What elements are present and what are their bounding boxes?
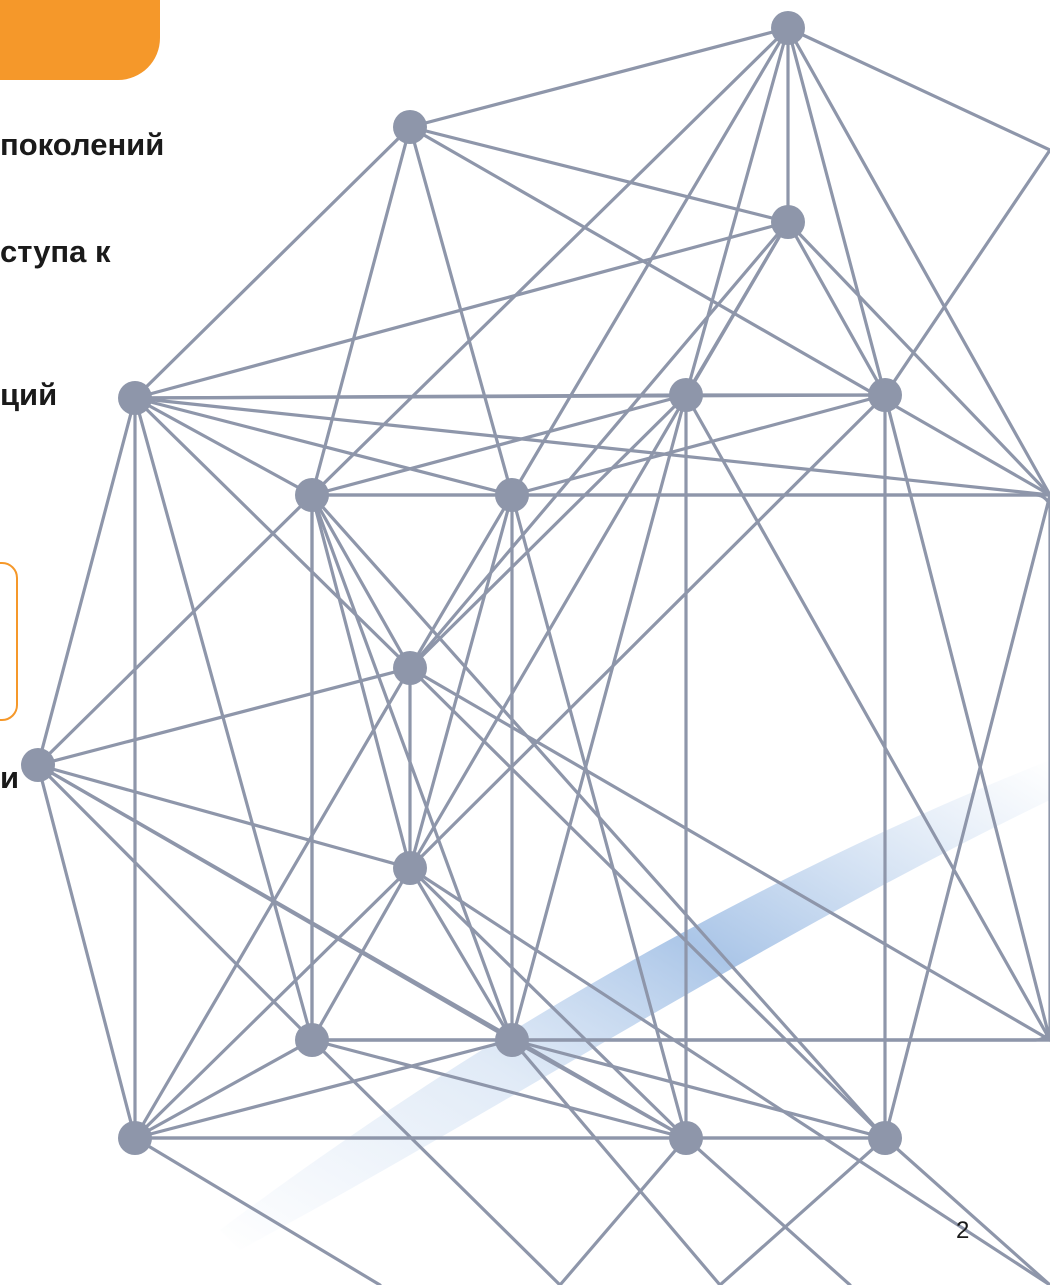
network-line bbox=[133, 866, 412, 1140]
network-line bbox=[133, 396, 514, 497]
network-line bbox=[558, 1136, 688, 1285]
network-line bbox=[408, 666, 887, 1140]
network-line bbox=[36, 763, 137, 1140]
network-node bbox=[118, 1121, 152, 1155]
network-line bbox=[408, 26, 790, 129]
page-number: 2 bbox=[956, 1217, 970, 1244]
network-line bbox=[133, 1136, 382, 1285]
network-line bbox=[510, 1038, 688, 1140]
orange-outline-box bbox=[0, 562, 18, 721]
network-line bbox=[786, 26, 1050, 152]
network-node bbox=[868, 378, 902, 412]
network-line bbox=[408, 125, 790, 224]
network-node bbox=[393, 651, 427, 685]
network-line bbox=[786, 220, 1050, 497]
network-line bbox=[310, 493, 412, 670]
network-line bbox=[786, 26, 1050, 497]
network-line bbox=[684, 393, 1050, 1042]
network-line bbox=[408, 866, 514, 1042]
network-line bbox=[408, 125, 1050, 497]
network-line bbox=[133, 125, 412, 400]
network-node bbox=[295, 478, 329, 512]
network-line bbox=[510, 1038, 887, 1140]
network-frame bbox=[310, 493, 1050, 1042]
network-nodes bbox=[21, 11, 902, 1155]
text-line-1: поколений bbox=[0, 127, 165, 162]
network-line bbox=[133, 1038, 314, 1140]
text-line-4: и bbox=[0, 760, 20, 795]
network-line bbox=[133, 1038, 514, 1140]
network-line bbox=[36, 763, 412, 870]
network-line bbox=[310, 125, 412, 497]
network-line bbox=[133, 396, 314, 1042]
network-line bbox=[684, 26, 790, 397]
network-node bbox=[295, 1023, 329, 1057]
network-line bbox=[133, 396, 1050, 497]
network-node bbox=[495, 478, 529, 512]
network-line bbox=[408, 393, 887, 870]
network-node bbox=[393, 851, 427, 885]
network-line bbox=[408, 393, 688, 670]
network-node bbox=[771, 205, 805, 239]
network-line bbox=[510, 393, 887, 497]
network-line bbox=[718, 1136, 887, 1285]
network-line bbox=[36, 666, 412, 767]
network-line bbox=[36, 396, 137, 767]
network-node bbox=[868, 1121, 902, 1155]
network-node bbox=[393, 110, 427, 144]
network-line bbox=[510, 1038, 722, 1285]
network-line bbox=[408, 220, 790, 670]
network-line bbox=[510, 26, 790, 497]
network-node bbox=[495, 1023, 529, 1057]
network-lines bbox=[36, 26, 1050, 1285]
network-line bbox=[786, 220, 887, 397]
network-line bbox=[310, 1038, 688, 1140]
orange-corner-tab bbox=[0, 0, 160, 80]
network-line bbox=[310, 393, 688, 497]
network-node bbox=[669, 1121, 703, 1155]
network-line bbox=[786, 26, 887, 397]
text-line-2: ступа к bbox=[0, 234, 111, 269]
network-line bbox=[36, 493, 314, 767]
network-line bbox=[310, 26, 790, 497]
network-line bbox=[310, 866, 412, 1042]
network-node bbox=[21, 748, 55, 782]
network-line bbox=[408, 493, 514, 670]
network-line bbox=[883, 493, 1050, 1140]
network-line bbox=[408, 866, 688, 1140]
network-line bbox=[36, 763, 314, 1042]
text-line-3: ций bbox=[0, 377, 58, 412]
network-line bbox=[310, 493, 514, 1042]
network-line bbox=[408, 220, 790, 870]
network-line bbox=[883, 1136, 1050, 1285]
network-line bbox=[510, 393, 688, 1042]
network-line bbox=[133, 396, 314, 497]
network-line bbox=[133, 666, 412, 1140]
network-line bbox=[684, 1136, 852, 1285]
network-line bbox=[133, 220, 790, 400]
network-line bbox=[408, 493, 514, 870]
highlight-streak bbox=[220, 760, 1050, 1250]
network-line bbox=[883, 393, 1050, 1042]
network-line bbox=[408, 666, 1050, 1042]
network-line bbox=[408, 866, 1050, 1285]
network-node bbox=[669, 378, 703, 412]
network-node bbox=[118, 381, 152, 415]
network-node bbox=[771, 11, 805, 45]
network-line bbox=[883, 148, 1050, 397]
